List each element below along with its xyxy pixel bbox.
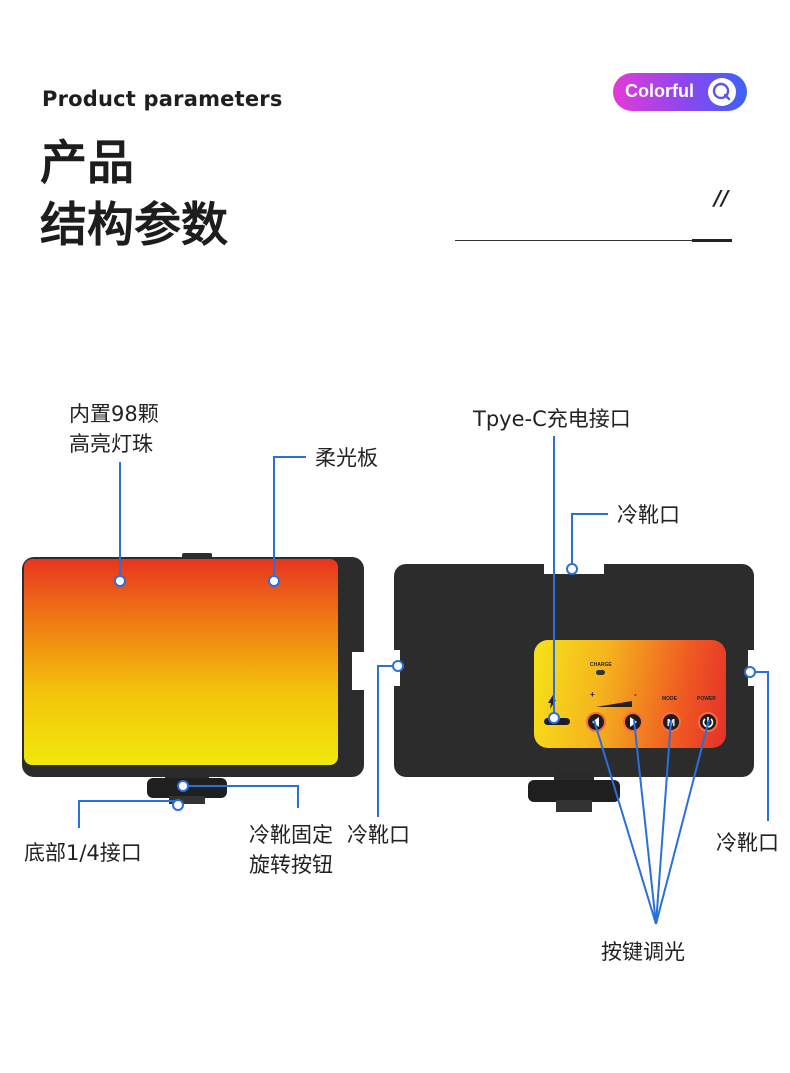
label-left-cold-shoe: 冷靴口: [347, 823, 410, 847]
back-mount-stem: [554, 770, 594, 780]
charge-label: CHARGE: [590, 662, 612, 668]
back-mount-base: [556, 800, 592, 812]
lightning-icon: [548, 694, 556, 709]
page-title-line2: 结构参数: [40, 198, 228, 253]
control-panel: CHARGE + - MODE POWER M: [534, 640, 726, 748]
mode-label: MODE: [662, 696, 677, 702]
back-mount-knob: [528, 770, 620, 814]
brightness-down-button[interactable]: [586, 712, 606, 732]
front-side-slot: [352, 652, 364, 690]
label-bottom-port: 底部1/4接口: [24, 841, 142, 865]
led-panel: [24, 559, 338, 765]
label-diffuser: 柔光板: [315, 446, 378, 470]
front-top-notch: [182, 553, 212, 563]
label-top-cold-shoe: 冷靴口: [617, 503, 680, 527]
charge-indicator: [596, 670, 605, 675]
label-typec: Tpye-C充电接口: [473, 407, 631, 431]
page-title-line1: 产品: [40, 136, 134, 191]
power-label: POWER: [697, 696, 716, 702]
label-beads-line2: 高亮灯珠: [69, 432, 153, 456]
label-beads-line1: 内置98颗: [69, 402, 159, 426]
label-buttons: 按键调光: [601, 940, 685, 964]
label-knob-line2: 旋转按钮: [249, 853, 333, 877]
brightness-up-button[interactable]: [623, 712, 643, 732]
label-knob-line1: 冷靴固定: [249, 823, 333, 847]
label-right-cold-shoe: 冷靴口: [716, 831, 779, 855]
plus-label: +: [590, 690, 595, 699]
badge-text: Colorful: [625, 81, 694, 101]
divider-line: [455, 240, 700, 241]
search-icon: [708, 78, 736, 106]
decor-slashes: //: [714, 186, 729, 210]
back-light-device: CHARGE + - MODE POWER M: [394, 564, 754, 777]
subtitle: Product parameters: [42, 87, 283, 111]
front-light-device: [22, 553, 364, 777]
colorful-badge: Colorful: [613, 73, 747, 111]
minus-label: -: [634, 690, 637, 699]
back-knob-wheel: [528, 780, 620, 802]
front-mount-stem: [165, 768, 209, 780]
brightness-wedge: [596, 692, 632, 707]
front-mount-base: [169, 796, 205, 804]
divider-accent: [692, 239, 732, 242]
